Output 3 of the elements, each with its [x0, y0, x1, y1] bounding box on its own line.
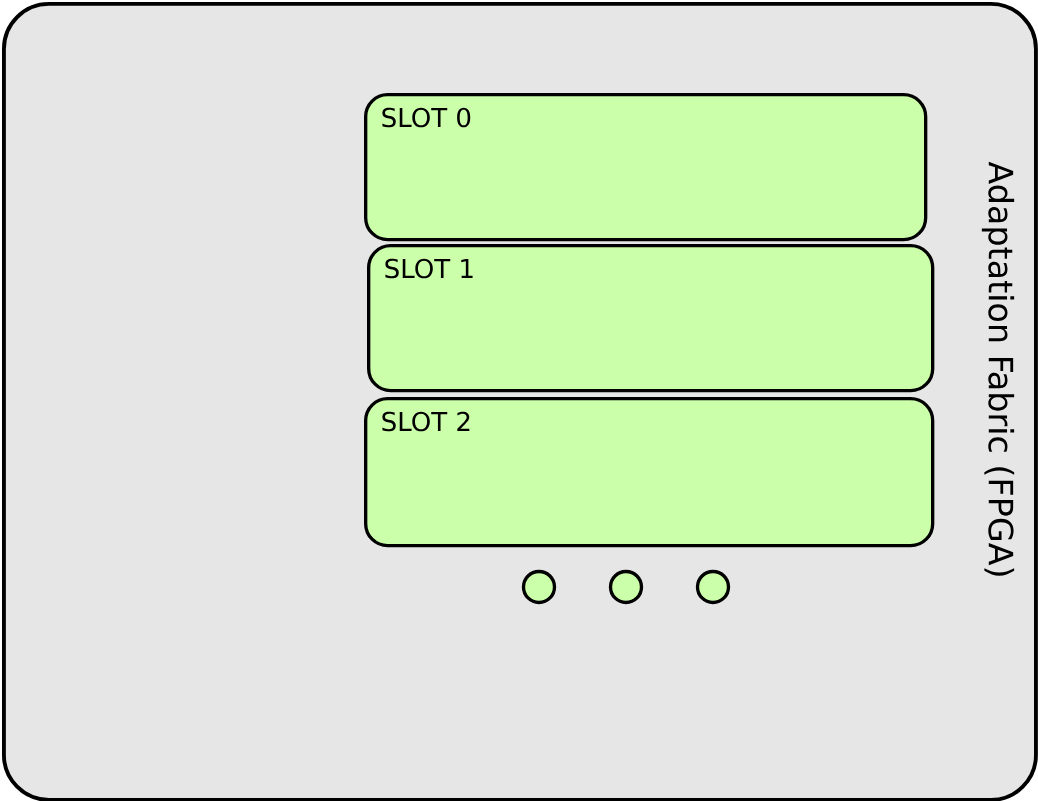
slot-box: SLOT 1	[367, 244, 935, 393]
slot-box: SLOT 2	[364, 396, 935, 548]
slot-box: SLOT 0	[364, 93, 928, 242]
